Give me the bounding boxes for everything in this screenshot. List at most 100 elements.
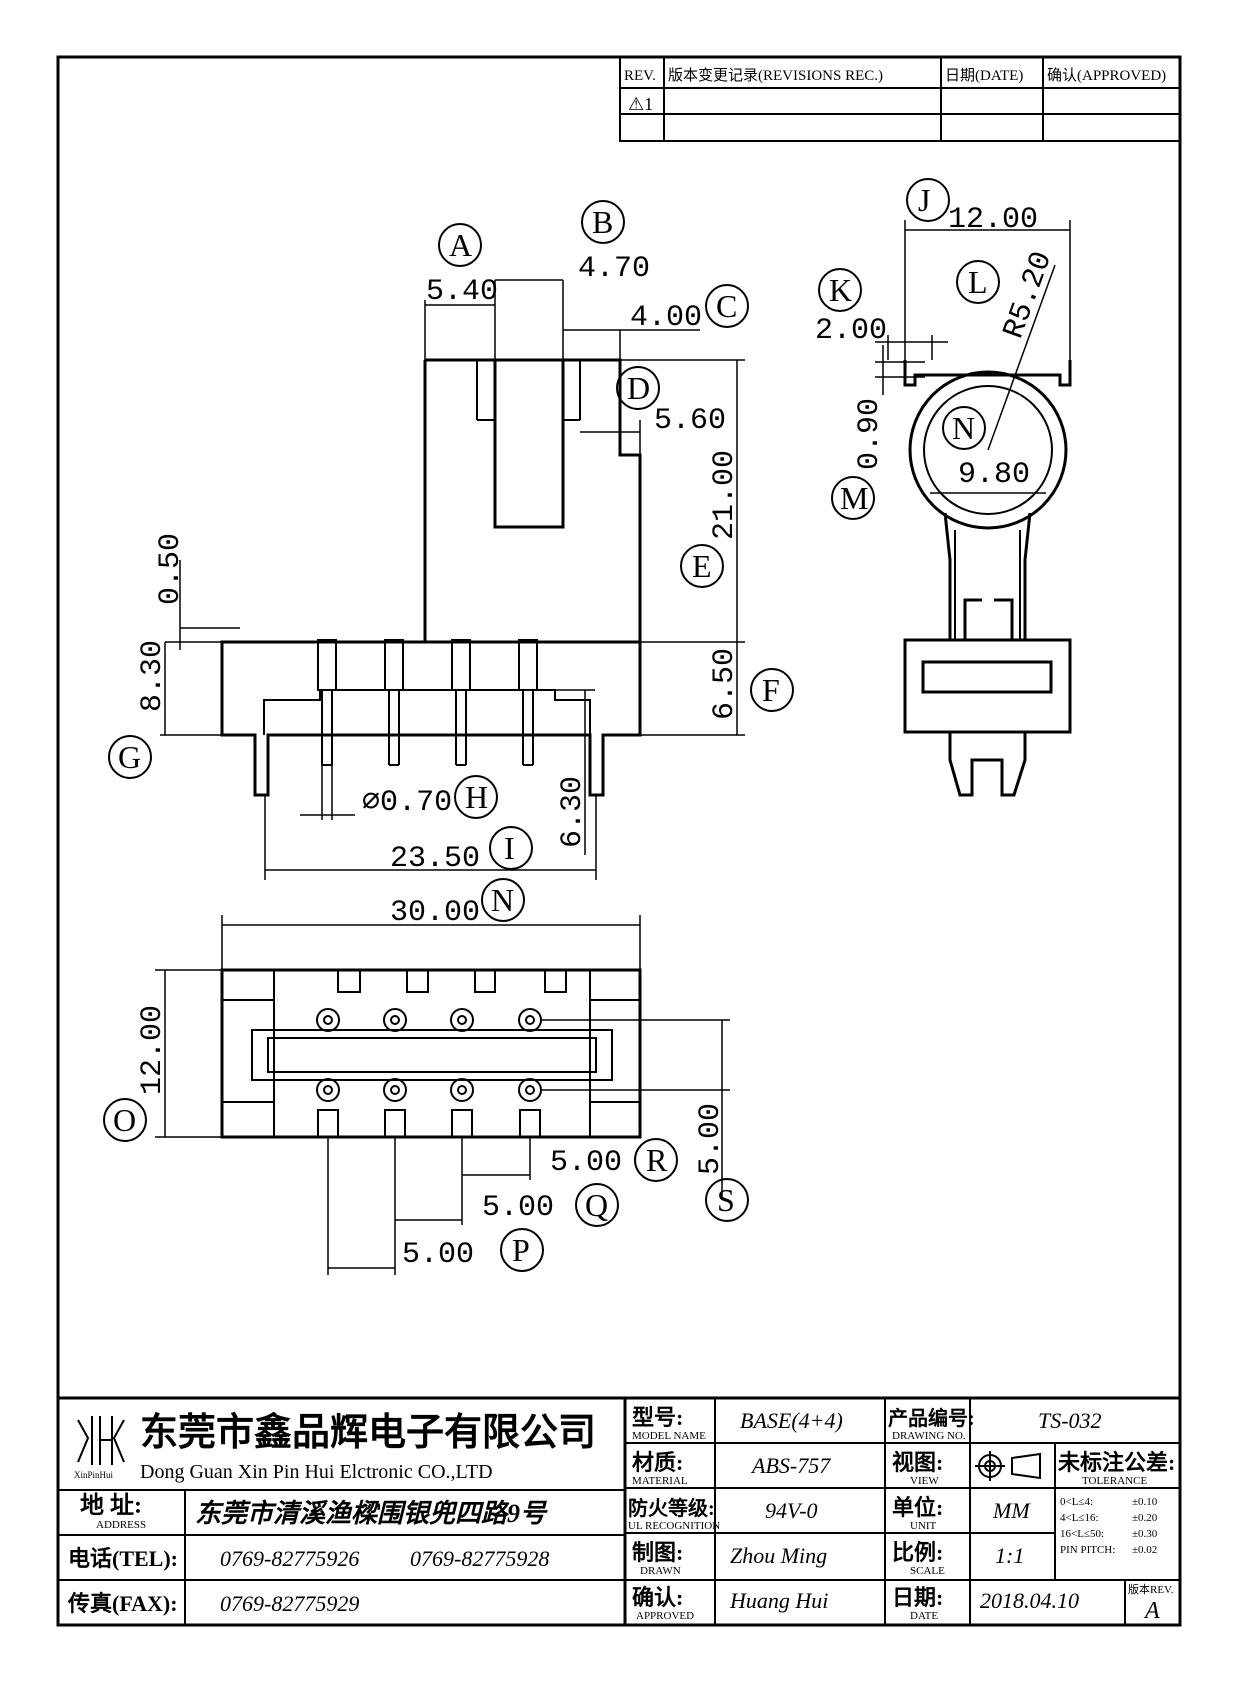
date-value: 2018.04.10: [980, 1588, 1079, 1613]
projection-symbol-icon: [975, 1451, 1041, 1481]
rev-triangle-symbol: ⚠1: [628, 94, 653, 114]
callout-r: R: [646, 1142, 668, 1178]
drawn-label-en: DRAWN: [640, 1565, 681, 1577]
revision-table: REV. 版本变更记录(REVISIONS REC.) 日期(DATE) 确认(…: [619, 56, 1181, 142]
callout-letters: A B C D E F G H I J K L M N N O P Q R S: [113, 182, 988, 1268]
company-name-cn: 东莞市鑫品辉电子有限公司: [140, 1412, 596, 1454]
unit-value: MM: [992, 1498, 1031, 1523]
scale-label: 比例:: [892, 1540, 943, 1565]
tolerance-value: ±0.20: [1132, 1512, 1158, 1524]
dim-f: 6.50: [708, 648, 742, 720]
material-label: 材质:: [632, 1450, 683, 1475]
callout-n: N: [491, 882, 514, 918]
callout-c: C: [716, 288, 737, 324]
dim-b: 4.70: [578, 252, 650, 286]
revisions-header: 版本变更记录(REVISIONS REC.): [668, 67, 883, 84]
unit-label-en: UNIT: [910, 1520, 937, 1532]
approved-label-en: APPROVED: [636, 1610, 694, 1622]
address-label-en: ADDRESS: [96, 1519, 146, 1531]
drawn-value: Zhou Ming: [730, 1543, 827, 1568]
company-logo: XinPinHui: [74, 1416, 125, 1480]
dim-r: 5.00: [550, 1146, 622, 1180]
tolerance-range: 4<L≤16:: [1060, 1512, 1099, 1524]
drawing-no-label-en: DRAWING NO.: [892, 1430, 966, 1442]
approved-header: 确认(APPROVED): [1047, 67, 1166, 84]
callout-n-side: N: [952, 410, 975, 446]
tel-2: 0769-82775928: [410, 1546, 549, 1571]
bottom-view: 30.00 12.00 5.00 5.00 5.00 5.00: [136, 896, 730, 1275]
dim-i: 23.50: [390, 842, 480, 876]
dim-h-depth: 6.30: [556, 776, 590, 848]
callout-m: M: [840, 480, 868, 516]
dim-s: 5.00: [694, 1103, 728, 1175]
dim-k: 2.00: [815, 314, 887, 348]
model-label-en: MODEL NAME: [632, 1430, 706, 1442]
front-view: 5.40 4.70 4.00 5.60 21.00 6.50 8.30 0.50…: [136, 252, 745, 880]
dim-l: R5.20: [997, 247, 1060, 343]
dim-g: 8.30: [136, 640, 170, 712]
tolerance-value: ±0.02: [1132, 1544, 1157, 1556]
drawing-no-label: 产品编号:: [888, 1406, 975, 1430]
callout-d: D: [627, 370, 650, 406]
view-label-en: VIEW: [910, 1475, 939, 1487]
drawn-label: 制图:: [632, 1540, 683, 1565]
callout-l: L: [968, 264, 988, 300]
tolerance-value: ±0.10: [1132, 1496, 1158, 1508]
scale-value: 1:1: [995, 1543, 1024, 1568]
callout-o: O: [113, 1102, 136, 1138]
dim-o: 12.00: [136, 1005, 170, 1095]
dim-a: 5.40: [426, 275, 498, 309]
dim-c: 4.00: [630, 301, 702, 335]
callout-h: H: [465, 779, 488, 815]
tel-1: 0769-82775926: [220, 1546, 359, 1571]
date-label-en: DATE: [910, 1610, 938, 1622]
callout-f: F: [762, 672, 780, 708]
callout-s: S: [717, 1182, 735, 1218]
model-label: 型号:: [632, 1405, 683, 1430]
callout-k: K: [829, 272, 852, 308]
date-header: 日期(DATE): [945, 67, 1023, 84]
material-value: ABS-757: [750, 1453, 831, 1478]
fax-value: 0769-82775929: [220, 1591, 359, 1616]
callout-circles: [103, 178, 1000, 1272]
dim-d: 5.60: [654, 404, 726, 438]
callout-e: E: [692, 548, 712, 584]
tel-label: 电话(TEL):: [68, 1546, 178, 1571]
callout-b: B: [592, 204, 613, 240]
tolerance-title: 未标注公差:: [1058, 1450, 1175, 1475]
tolerance-range: PIN PITCH:: [1060, 1544, 1115, 1556]
callout-i: I: [504, 830, 515, 866]
scale-label-en: SCALE: [910, 1565, 945, 1577]
ul-label-en: UL RECOGNITION: [628, 1520, 720, 1532]
view-label: 视图:: [892, 1450, 943, 1475]
company-name-en: Dong Guan Xin Pin Hui Elctronic CO.,LTD: [140, 1461, 493, 1483]
tolerance-range: 0<L≤4:: [1060, 1496, 1093, 1508]
drawing-no-value: TS-032: [1038, 1408, 1102, 1433]
dim-n: 30.00: [390, 896, 480, 930]
address-value: 东莞市清溪渔樑围银兜四路9号: [195, 1499, 548, 1528]
rev-label: 版本REV.: [1128, 1582, 1174, 1596]
rev-header: REV.: [624, 68, 656, 84]
fax-label: 传真(FAX):: [67, 1591, 178, 1616]
approved-label: 确认:: [632, 1585, 683, 1610]
ul-label: 防火等级:: [628, 1496, 715, 1520]
dim-e: 21.00: [708, 450, 742, 540]
material-label-en: MATERIAL: [632, 1475, 688, 1487]
approved-value: Huang Hui: [729, 1588, 828, 1613]
dim-g-top: 0.50: [154, 533, 188, 605]
callout-q: Q: [585, 1187, 608, 1223]
model-value: BASE(4+4): [740, 1408, 843, 1433]
callout-a: A: [449, 227, 472, 263]
callout-g: G: [118, 739, 141, 775]
logo-text: XinPinHui: [74, 1470, 114, 1480]
tolerance-range: 16<L≤50:: [1060, 1528, 1104, 1540]
dim-m: 0.90: [853, 398, 887, 470]
title-block: XinPinHui 东莞市鑫品辉电子有限公司 Dong Guan Xin Pin…: [56, 1396, 1182, 1627]
address-label: 地 址:: [80, 1492, 142, 1519]
dim-j: 12.00: [948, 203, 1038, 237]
date-label: 日期:: [892, 1585, 943, 1610]
callout-j: J: [918, 182, 930, 218]
dim-n-circle: 9.80: [958, 458, 1030, 492]
callout-p: P: [512, 1232, 530, 1268]
